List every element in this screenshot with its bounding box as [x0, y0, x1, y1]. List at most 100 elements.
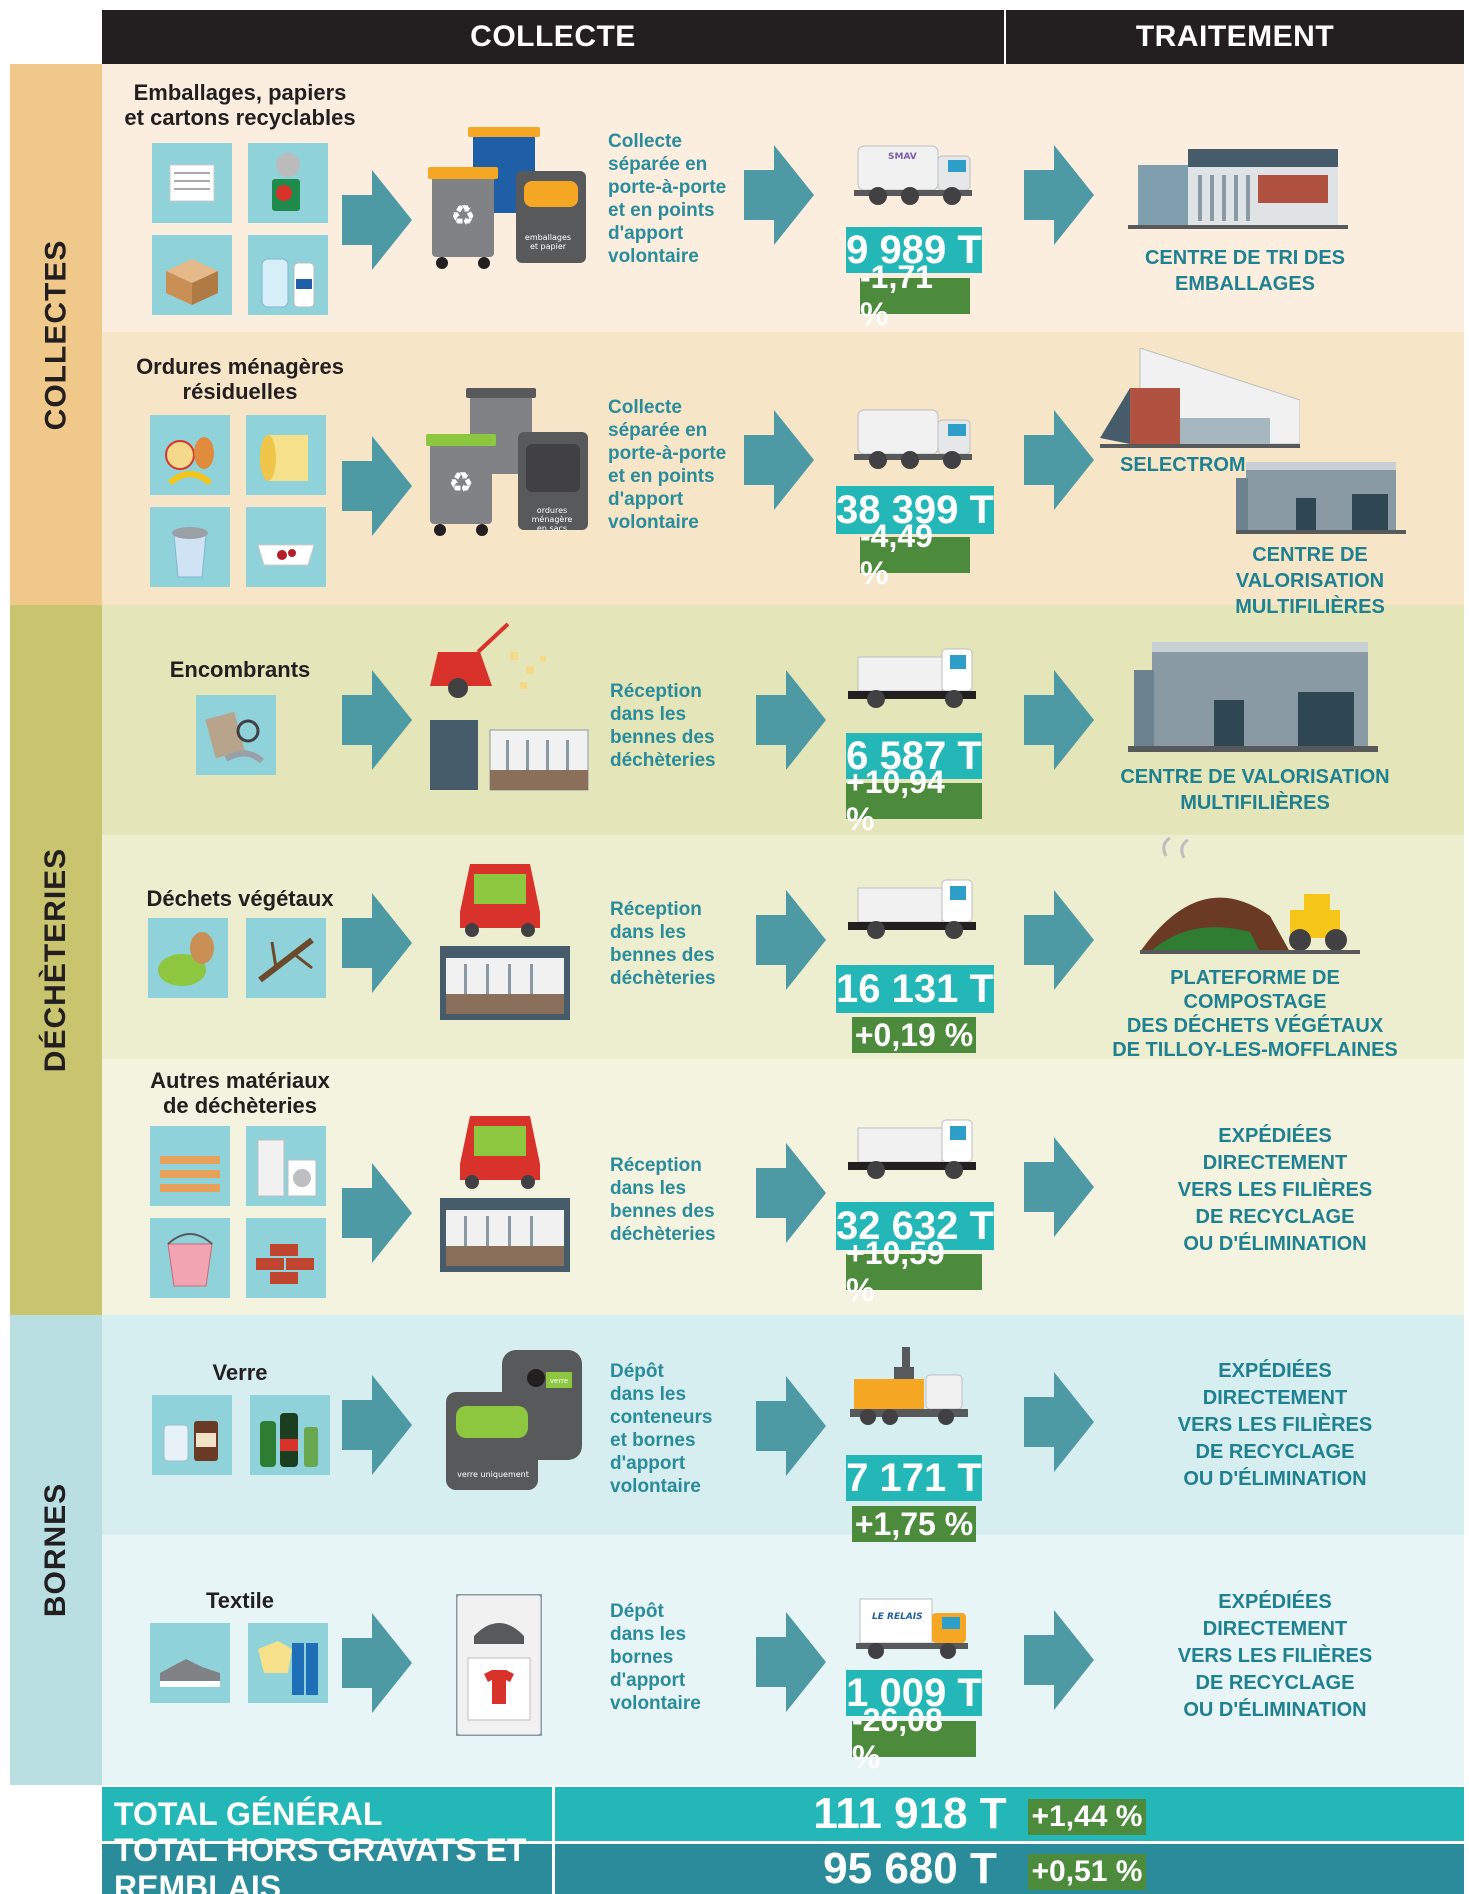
glass-bottles-icon [250, 1395, 330, 1475]
bin-tag-verre: verre [549, 1377, 569, 1385]
recovery-center-icon [1236, 458, 1406, 534]
tonnage-emballages: 9 989 T [846, 227, 982, 273]
arrow-icon [342, 1613, 412, 1713]
tonnage-vegetaux: 16 131 T [836, 965, 994, 1013]
pct-encombrants: +10,94 % [846, 764, 982, 837]
bin-label-verre: verre uniquement [457, 1470, 529, 1479]
garbage-truck-icon [852, 402, 976, 472]
row-desc-verre: Dépôt dans les conteneurs et bornes d'ap… [610, 1361, 713, 1497]
row-title-textile: Textile [205, 1588, 275, 1613]
truck-label-le-relais: LE RELAIS [872, 1612, 923, 1622]
tonnage-encombrants: 6 587 T [846, 733, 982, 779]
arrow-icon [1024, 410, 1094, 510]
dest-vegetaux: PLATEFORME DE COMPOSTAGE DES DÉCHETS VÉG… [1112, 967, 1398, 1061]
textile-container-icon [454, 1592, 544, 1738]
dest-emballages: CENTRE DE TRI DES EMBALLAGES [1144, 247, 1346, 295]
header-traitement: TRAITEMENT [1006, 10, 1464, 64]
row-desc-textile: Dépôt dans les bornes d'apport volontair… [610, 1601, 701, 1714]
total-general-label: TOTAL GÉNÉRAL [102, 1787, 552, 1841]
pct-ordures: -4,49 % [860, 518, 970, 591]
recovery-center-icon [1128, 640, 1378, 752]
bin-label-emballages: emballages et papier [524, 233, 572, 251]
row-title-verre: Verre [212, 1360, 268, 1385]
tonnage-autres: 32 632 T [836, 1202, 994, 1250]
header-traitement-label: TRAITEMENT [1135, 20, 1335, 53]
can-icon [248, 143, 328, 223]
household-waste-bins-icon: ♻ [424, 386, 590, 538]
band-decheteries-label: DÉCHÈTERIES [39, 847, 72, 1073]
arrow-icon [342, 670, 412, 770]
dest-autres: EXPÉDIÉES DIRECTEMENT VERS LES FILIÈRES … [1177, 1125, 1373, 1255]
arrow-icon [1024, 890, 1094, 990]
sorting-center-icon [1128, 145, 1348, 235]
arrow-icon [1024, 145, 1094, 245]
glass-container-icon [446, 1350, 586, 1492]
pct-emballages: -1,71 % [860, 259, 970, 332]
dump-truck-icon [848, 876, 978, 942]
car-green-waste-dumpster-icon [440, 862, 570, 1020]
pct-verre: +1,75 % [852, 1506, 976, 1542]
band-bornes: BORNES [10, 1315, 102, 1785]
pct-autres: +10,59 % [846, 1235, 982, 1308]
food-waste-icon [150, 415, 230, 495]
bulky-items-icon [196, 695, 276, 775]
dest-verre: EXPÉDIÉES DIRECTEMENT VERS LES FILIÈRES … [1177, 1360, 1373, 1490]
row-title-vegetaux: Déchets végétaux [146, 886, 334, 911]
band-decheteries: DÉCHÈTERIES [10, 605, 102, 1315]
arrow-icon [744, 410, 814, 510]
recycling-bins-icon: ♻ [428, 125, 588, 270]
selectrom-plant-icon [1100, 347, 1301, 448]
newspaper-icon [152, 143, 232, 223]
tonnage-ordures: 38 399 T [836, 486, 994, 534]
bin-label-ordures: ordures ménagère en sacs [531, 506, 573, 533]
total-general-pct: +1,44 % [1028, 1799, 1146, 1835]
header-collecte: COLLECTE [102, 10, 1004, 64]
row-title-ordures: Ordures ménagères résiduelles [136, 354, 344, 404]
pallet-icon [150, 1126, 230, 1206]
arrow-icon [756, 1612, 826, 1712]
glass-jars-icon [152, 1395, 232, 1475]
truck-logo: SMAV [888, 152, 917, 162]
arrow-icon [1024, 1372, 1094, 1472]
total-hors-gravats-value: 95 680 T [823, 1844, 997, 1893]
row-desc-encombrants: Réception dans les bennes des déchèterie… [610, 681, 716, 771]
row-title-emballages: Emballages, papiers et cartons recyclabl… [124, 80, 356, 130]
clothes-icon [248, 1623, 328, 1703]
row-desc-autres: Réception dans les bennes des déchèterie… [610, 1155, 716, 1245]
band-bornes-label: BORNES [39, 1482, 73, 1618]
leaves-icon [148, 918, 228, 998]
arrow-icon [342, 436, 412, 536]
food-tray-icon [246, 507, 326, 587]
arrow-icon [342, 893, 412, 993]
dump-truck-icon [848, 645, 978, 711]
total-hors-gravats-row [555, 1844, 1464, 1894]
pct-textile: -26,08 % [852, 1702, 976, 1775]
dest-textile: EXPÉDIÉES DIRECTEMENT VERS LES FILIÈRES … [1177, 1591, 1373, 1721]
dest-encombrants: CENTRE DE VALORISATION MULTIFILIÈRES [1120, 766, 1390, 814]
branches-icon [246, 918, 326, 998]
bucket-icon [150, 1218, 230, 1298]
row-desc-vegetaux: Réception dans les bennes des déchèterie… [610, 899, 716, 989]
arrow-icon [756, 890, 826, 990]
bricks-icon [246, 1218, 326, 1298]
row-desc-emballages: Collecte séparée en porte-à-porte et en … [608, 131, 727, 267]
band-collectes-label: COLLECTES [39, 239, 73, 430]
total-general-value: 111 918 T [813, 1789, 1007, 1838]
row-title-autres: Autres matériaux de déchèteries [150, 1068, 330, 1118]
arrow-icon [1024, 670, 1094, 770]
arrow-icon [756, 1143, 826, 1243]
appliances-icon [246, 1126, 326, 1206]
arrow-icon [1024, 1610, 1094, 1710]
arrow-icon [756, 1376, 826, 1476]
tonnage-textile: 1 009 T [846, 1670, 982, 1716]
arrow-icon [342, 170, 412, 270]
svg-text:♻: ♻ [450, 199, 475, 232]
total-hors-gravats-pct: +0,51 % [1028, 1854, 1146, 1890]
arrow-icon [1024, 1137, 1094, 1237]
bottles-icon [248, 235, 328, 315]
shoes-icon [150, 1623, 230, 1703]
arrow-icon [744, 145, 814, 245]
header-collecte-label: COLLECTE [470, 20, 636, 53]
arrow-icon [756, 670, 826, 770]
arrow-icon [342, 1163, 412, 1263]
